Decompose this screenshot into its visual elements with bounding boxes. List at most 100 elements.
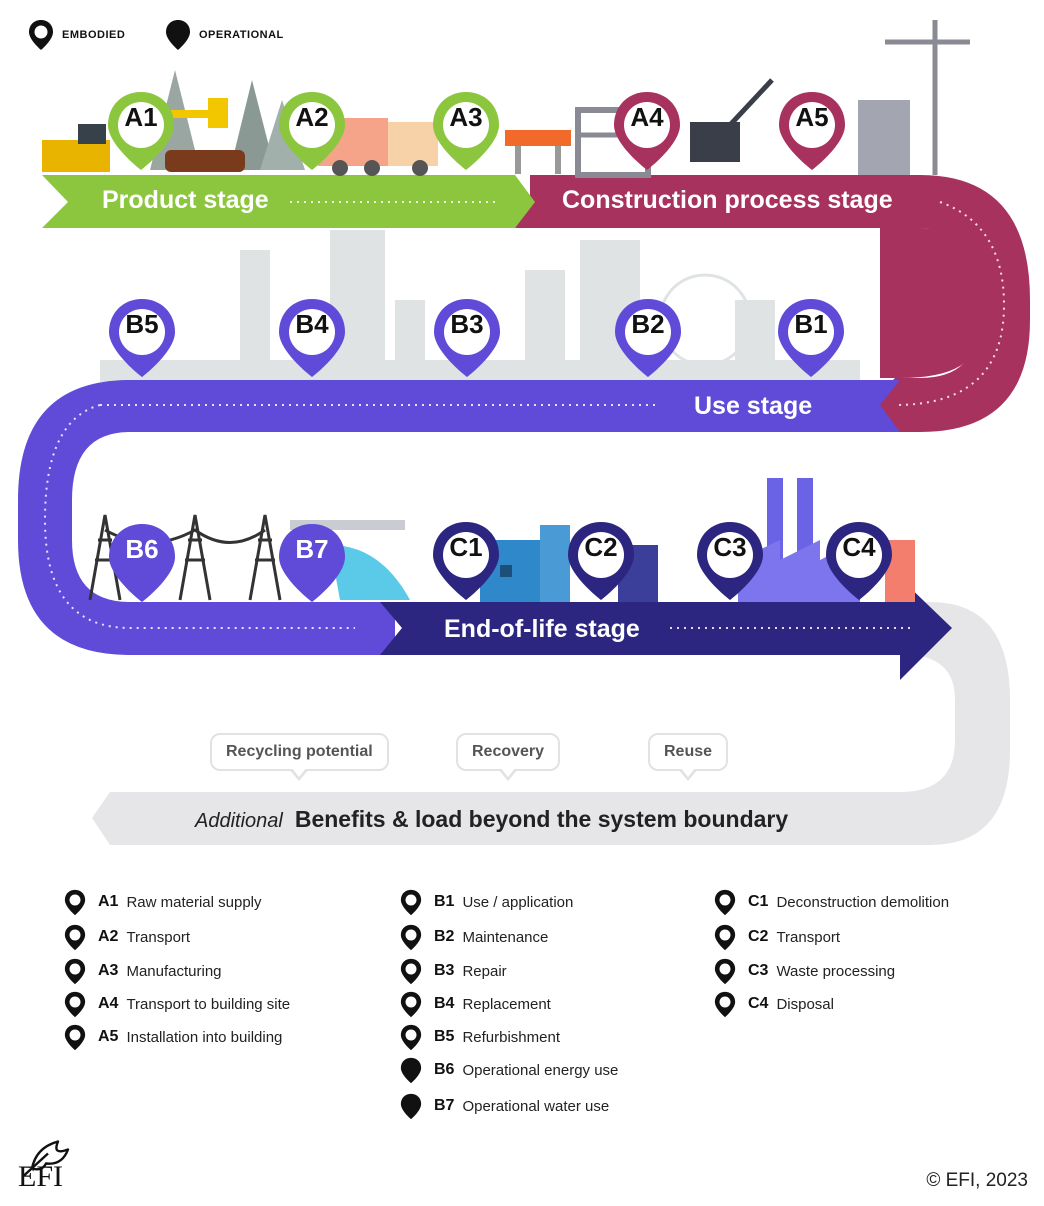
embodied-pin-icon	[64, 924, 86, 950]
legend-code: B2	[434, 928, 455, 945]
pin-b6: B6	[107, 522, 177, 604]
efi-logo-text: EFI	[18, 1160, 63, 1193]
beyond-title: Benefits & load beyond the system bounda…	[294, 806, 789, 832]
legend-text: Disposal	[776, 995, 834, 1013]
legend-code: B1	[434, 893, 455, 910]
end-of-life-arrow	[380, 578, 952, 680]
legend-code: A2	[98, 928, 119, 945]
pin-a3-code: A3	[449, 102, 483, 132]
legend-text: Installation into building	[126, 1028, 283, 1046]
legend-code: C3	[748, 962, 769, 979]
bubble-reuse: Reuse	[648, 733, 729, 781]
legend-text: Transport to building site	[126, 995, 291, 1013]
legend-row-b2: B2 Maintenance	[400, 923, 548, 951]
legend-row-c2: C2 Transport	[714, 923, 840, 951]
pin-b6-code: B6	[125, 534, 159, 564]
end-of-life-stage-title: End-of-life stage	[444, 615, 640, 643]
pin-c3-code: C3	[713, 532, 747, 562]
embodied-pin-icon	[29, 20, 53, 50]
pin-a2: A2	[277, 90, 347, 172]
barrier-illustration	[505, 130, 571, 174]
pin-a3: A3	[431, 90, 501, 172]
product-band	[42, 175, 535, 228]
legend-operational: OPERATIONAL	[165, 18, 284, 52]
construction-stage-title: Construction process stage	[562, 186, 893, 214]
pin-a4-code: A4	[630, 102, 664, 132]
embodied-pin-icon	[64, 1024, 86, 1050]
legend-row-a1: A1 Raw material supply	[64, 888, 262, 916]
pin-b7: B7	[277, 522, 347, 604]
embodied-pin-icon	[714, 924, 736, 950]
legend-text: Manufacturing	[126, 962, 222, 980]
legend-text: Maintenance	[462, 928, 549, 946]
legend-code: B6	[434, 1061, 455, 1078]
pin-b3-code: B3	[450, 309, 484, 339]
operational-pin-icon	[400, 1093, 422, 1119]
legend-text: Repair	[462, 962, 507, 980]
legend-code: B3	[434, 962, 455, 979]
operational-pin-icon	[400, 1057, 422, 1083]
operational-pin-icon	[166, 20, 190, 50]
legend-row-a2: A2 Transport	[64, 923, 190, 951]
legend-text: Refurbishment	[462, 1028, 560, 1046]
pin-c2: C2	[566, 520, 636, 602]
pin-b5-code: B5	[125, 309, 159, 339]
legend-text: Operational water use	[462, 1097, 610, 1115]
legend-text: Raw material supply	[126, 893, 262, 911]
legend-row-c3: C3 Waste processing	[714, 957, 895, 985]
legend-text: Waste processing	[776, 962, 896, 980]
dam-illustration	[290, 520, 410, 600]
pin-b1-code: B1	[794, 309, 828, 339]
pin-c1: C1	[431, 520, 501, 602]
legend-embodied-label: EMBODIED	[62, 29, 126, 41]
legend-operational-label: OPERATIONAL	[199, 29, 284, 41]
legend-code: A5	[98, 1028, 119, 1045]
legend-code: C1	[748, 893, 769, 910]
legend-text: Replacement	[462, 995, 551, 1013]
pin-b4: B4	[277, 297, 347, 379]
construction-curve	[880, 228, 980, 378]
use-band	[18, 380, 900, 655]
beyond-prefix: Additional	[195, 810, 283, 832]
use-stage-title: Use stage	[694, 392, 813, 420]
pin-a5-code: A5	[795, 102, 829, 132]
pin-a2-code: A2	[295, 102, 329, 132]
pin-a4: A4	[612, 90, 682, 172]
pin-a1: A1	[106, 90, 176, 172]
bubble-recovery: Recovery	[456, 733, 561, 781]
legend-row-b6: B6 Operational energy use	[400, 1056, 618, 1084]
embodied-pin-icon	[400, 1024, 422, 1050]
bubble-recycling-potential: Recycling potential	[210, 733, 389, 781]
pin-c2-code: C2	[584, 532, 618, 562]
pin-b3: B3	[432, 297, 502, 379]
legend-row-a5: A5 Installation into building	[64, 1023, 282, 1051]
beyond-boundary-title: Additional Benefits & load beyond the sys…	[195, 806, 788, 833]
embodied-pin-icon	[400, 889, 422, 915]
pin-b2-code: B2	[631, 309, 665, 339]
legend-text: Transport	[126, 928, 191, 946]
legend-text: Use / application	[462, 893, 574, 911]
pin-b5: B5	[107, 297, 177, 379]
efi-leaf-logo-icon	[23, 1140, 70, 1177]
construction-site-illustration	[575, 20, 970, 178]
pin-c1-code: C1	[449, 532, 483, 562]
pin-c4: C4	[824, 520, 894, 602]
pin-a1-code: A1	[124, 102, 158, 132]
legend-code: C4	[748, 995, 769, 1012]
legend-code: A4	[98, 995, 119, 1012]
legend-text: Transport	[776, 928, 841, 946]
embodied-pin-icon	[400, 924, 422, 950]
legend-row-b3: B3 Repair	[400, 957, 507, 985]
pin-b4-code: B4	[295, 309, 329, 339]
legend-code: C2	[748, 928, 769, 945]
embodied-pin-icon	[714, 958, 736, 984]
legend-text: Operational energy use	[462, 1061, 619, 1079]
pin-a5: A5	[777, 90, 847, 172]
legend-code: A1	[98, 893, 119, 910]
construction-band	[515, 175, 1030, 432]
embodied-pin-icon	[64, 889, 86, 915]
legend-code: B5	[434, 1028, 455, 1045]
